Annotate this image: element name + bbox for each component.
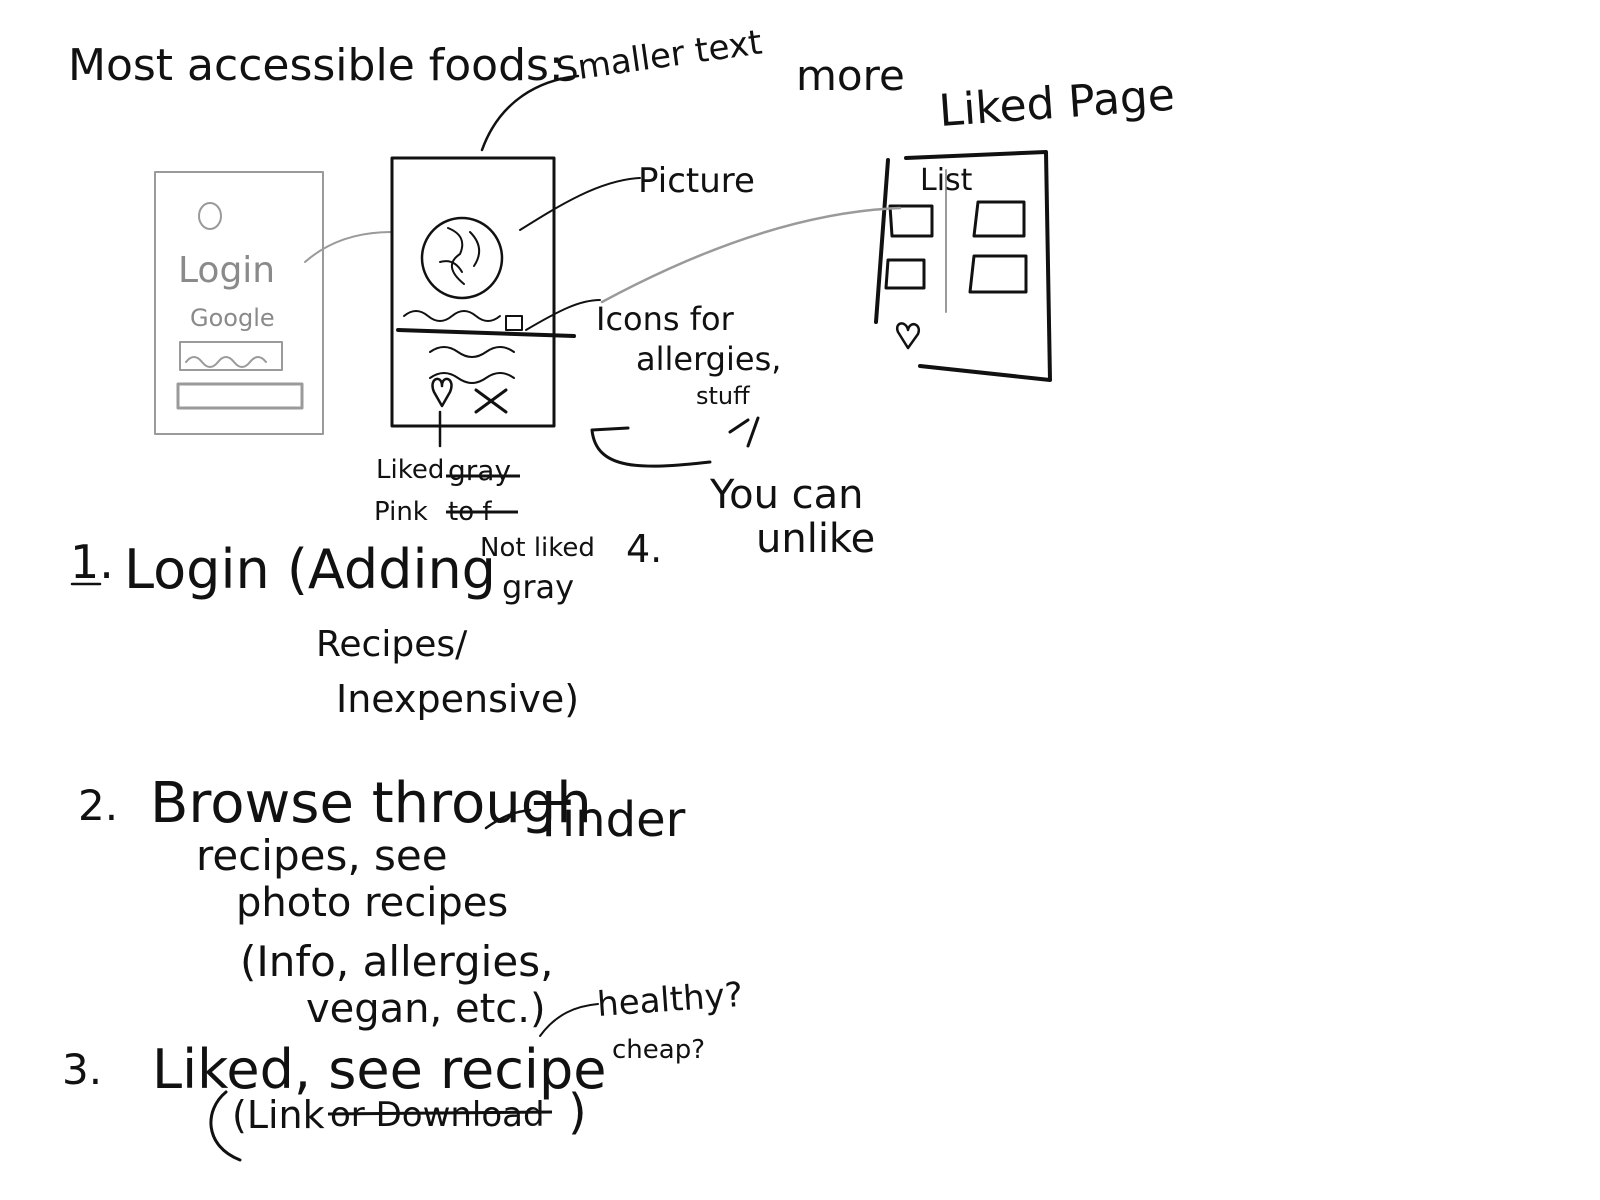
step2-line5: vegan, etc.) — [306, 986, 546, 1032]
note-liked-page: Liked Page — [937, 70, 1176, 137]
arrow-icons-to-liked-page — [600, 206, 902, 304]
note-unlike: unlike — [756, 516, 875, 562]
step3-healthy: healthy? — [596, 975, 744, 1025]
step2-tinder: Tinder — [533, 792, 686, 848]
liked-item-1 — [888, 204, 934, 238]
card-divider — [396, 328, 576, 338]
login-title: Login — [178, 250, 275, 291]
note-pink: Pink — [374, 497, 428, 527]
card-info-scribble-1 — [429, 346, 515, 358]
note-not-liked: Not liked — [480, 533, 595, 563]
note-icons-for: Icons for — [596, 300, 735, 338]
picture-callout — [519, 177, 641, 231]
note-more: more — [796, 51, 905, 100]
strike-download — [327, 1110, 553, 1116]
heart-like-icon — [431, 377, 453, 408]
step2-number: 2. — [78, 781, 118, 830]
recipe-card-mock — [390, 74, 641, 448]
liked-page-frame — [904, 150, 1052, 382]
note-liked: Liked — [376, 455, 444, 485]
unlike-loop-arrow — [590, 426, 712, 468]
icons-callout — [525, 299, 601, 331]
login-google-label: Google — [190, 304, 275, 332]
step3-number: 3. — [62, 1045, 102, 1094]
card-phone-frame — [390, 156, 556, 428]
note-allergies: allergies, — [636, 340, 781, 378]
tinder-callout — [484, 808, 532, 830]
smaller-text-callout — [480, 74, 580, 152]
liked-page-mock — [874, 150, 1052, 382]
liked-page-left-edge — [874, 158, 890, 324]
step2-line2: recipes, see — [196, 831, 448, 880]
note-smaller-text: Smaller text — [554, 22, 765, 90]
note-gray-struck: gray — [448, 454, 511, 487]
login-phone-frame — [154, 171, 324, 435]
note-not-liked-gray: gray — [502, 568, 574, 606]
step3-cheap: cheap? — [612, 1035, 705, 1065]
allergy-icon — [505, 315, 523, 331]
unlike-loop-arrowhead — [728, 416, 760, 448]
login-button — [176, 382, 304, 410]
note-step-4: 4. — [626, 527, 662, 571]
note-you-can: You can — [709, 472, 864, 518]
card-title-scribble — [403, 310, 501, 322]
step1-line3: Inexpensive) — [336, 677, 579, 721]
login-logo-icon — [198, 202, 222, 230]
heading-line1: Most accessible foods: — [68, 40, 564, 91]
note-stuff: stuff — [696, 382, 750, 410]
note-list: List — [920, 163, 973, 198]
step3-link: (Link — [232, 1093, 325, 1137]
step3-close-paren: ) — [568, 1084, 587, 1140]
food-picture-scribble — [439, 227, 481, 285]
login-input-field — [179, 341, 283, 371]
login-screen-mock: Login Google — [154, 171, 393, 435]
step3-open-paren — [209, 1090, 242, 1162]
login-input-scribble — [185, 356, 267, 368]
healthy-callout — [539, 1003, 599, 1037]
liked-page-heart-icon — [895, 322, 921, 350]
step1-line1: Login (Adding — [124, 538, 496, 601]
step2-line1: Browse through — [150, 771, 592, 836]
note-picture: Picture — [638, 161, 755, 201]
liked-item-2 — [972, 200, 1026, 238]
step2-line3: photo recipes — [236, 880, 508, 926]
x-dislike-icon — [474, 388, 508, 414]
step1-number: 1. — [70, 535, 114, 589]
liked-item-4 — [968, 254, 1028, 294]
step3-line1: Liked, see recipe — [152, 1038, 606, 1101]
step2-line4: (Info, allergies, — [240, 937, 553, 986]
food-picture-icon — [420, 216, 504, 300]
arrow-login-to-card — [304, 231, 393, 263]
card-info-scribble-2 — [429, 372, 515, 384]
liked-item-3 — [884, 258, 926, 290]
step1-line2: Recipes/ — [316, 624, 468, 665]
